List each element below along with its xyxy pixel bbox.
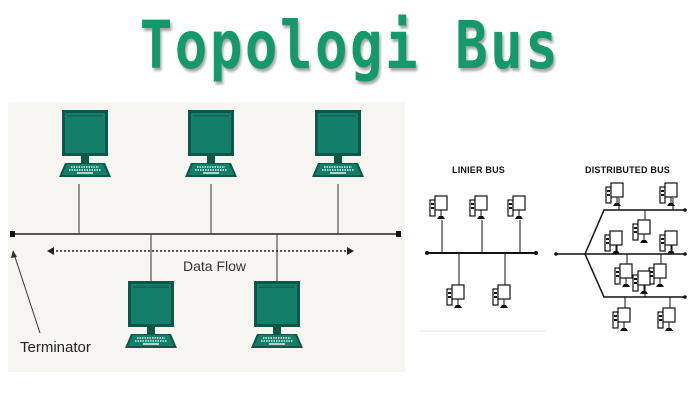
terminator-pointer (13, 253, 41, 334)
desktop-computer-icon (184, 109, 238, 178)
desktop-computer-icon (250, 280, 304, 349)
tower-pc-icon (492, 284, 511, 309)
tower-pc-icon (604, 230, 623, 255)
terminator-label: Terminator (20, 339, 91, 356)
tower-pc-icon (612, 307, 631, 332)
distributed-bus-diagram (554, 182, 687, 332)
tower-pc-icon (614, 263, 633, 288)
main-bus-diagram (10, 109, 401, 349)
tower-pc-icon (429, 195, 448, 220)
desktop-computer-icon (311, 109, 365, 178)
tower-pc-icon (446, 284, 465, 309)
terminator-left (10, 231, 15, 237)
distributed-bus-title: DISTRIBUTED BUS (585, 165, 671, 175)
desktop-computer-icon (124, 280, 178, 349)
arrow-right-icon (347, 247, 354, 255)
tower-pc-icon (507, 195, 526, 220)
arrow-left-icon (47, 247, 54, 255)
tower-pc-icon (632, 219, 651, 244)
linier-bus-title: LINIER BUS (452, 165, 506, 175)
data-flow-label: Data Flow (183, 258, 247, 274)
page-title: Topologi Bus (139, 7, 561, 84)
tower-pc-icon (659, 182, 678, 207)
tower-pc-icon (648, 263, 667, 288)
tower-pc-icon (605, 182, 624, 207)
linier-bus-diagram (420, 195, 546, 332)
tower-pc-icon (659, 230, 678, 255)
terminator-right (396, 231, 401, 237)
tower-pc-icon (657, 307, 676, 332)
tower-pc-icon (632, 270, 651, 295)
desktop-computer-icon (58, 109, 112, 178)
tower-pc-icon (469, 195, 488, 220)
